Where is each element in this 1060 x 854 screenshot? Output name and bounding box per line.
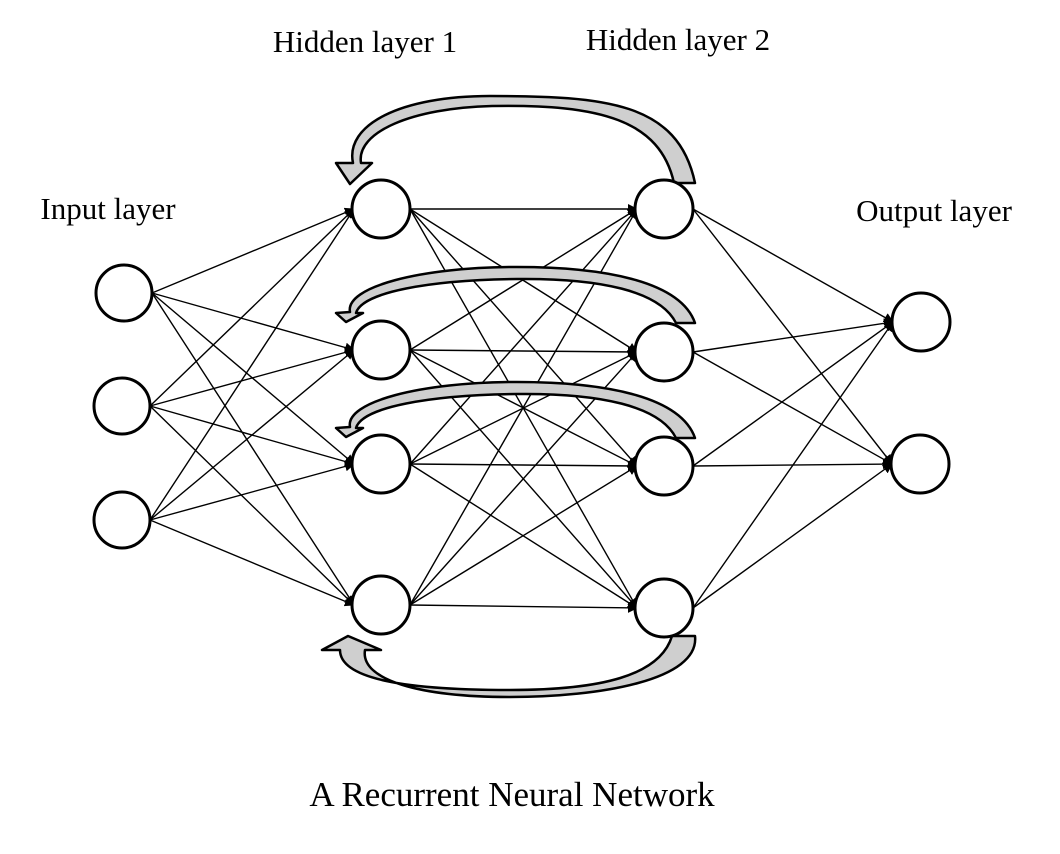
connection-edge: [149, 208, 355, 407]
recurrent-loops: [320, 94, 697, 699]
connections: [149, 204, 894, 613]
hidden2-node: [633, 321, 695, 383]
connection-edge: [409, 460, 638, 471]
connection-edge: [409, 208, 638, 465]
recurrent-loop-middle-lower: [334, 380, 697, 440]
connection-edge: [149, 347, 355, 407]
connection-edge: [409, 465, 638, 606]
hidden-layer-2-label: Hidden layer 2: [586, 22, 770, 57]
input-layer-label: Input layer: [40, 191, 176, 226]
connection-edge: [409, 602, 638, 613]
connection-edge: [692, 321, 894, 467]
input-node: [92, 490, 152, 550]
connection-edge: [151, 292, 355, 606]
connection-edge: [409, 208, 638, 353]
recurrent-loop-top: [334, 94, 697, 186]
connection-edge: [151, 207, 355, 294]
connection-edge: [692, 321, 894, 609]
hidden1-node: [350, 178, 412, 240]
connection-edge: [149, 519, 355, 607]
output-node: [889, 433, 951, 495]
hidden1-node: [350, 433, 412, 495]
connection-edge: [149, 405, 355, 606]
input-node: [92, 376, 152, 436]
connection-edge: [409, 346, 638, 357]
recurrent-loop-bottom: [320, 634, 697, 699]
output-layer-label: Output layer: [856, 193, 1012, 228]
connection-edge: [151, 292, 355, 465]
connection-edge: [149, 208, 355, 521]
connection-edge: [692, 351, 893, 465]
hidden1-node: [350, 319, 412, 381]
recurrent-loop-middle-upper: [334, 265, 697, 325]
hidden2-node: [633, 178, 695, 240]
hidden2-node: [633, 435, 695, 497]
connection-edge: [692, 318, 894, 353]
hidden2-node: [633, 577, 695, 639]
output-node: [890, 291, 952, 353]
connection-edge: [149, 461, 355, 521]
hidden-layer-1-label: Hidden layer 1: [273, 24, 457, 59]
input-node: [94, 263, 154, 323]
nodes: [92, 178, 952, 639]
connection-edge: [692, 463, 893, 609]
connection-edge: [692, 208, 894, 323]
hidden1-node: [350, 574, 412, 636]
diagram-caption: A Recurrent Neural Network: [309, 775, 715, 814]
connection-edge: [149, 349, 355, 521]
connection-edge: [151, 292, 355, 353]
